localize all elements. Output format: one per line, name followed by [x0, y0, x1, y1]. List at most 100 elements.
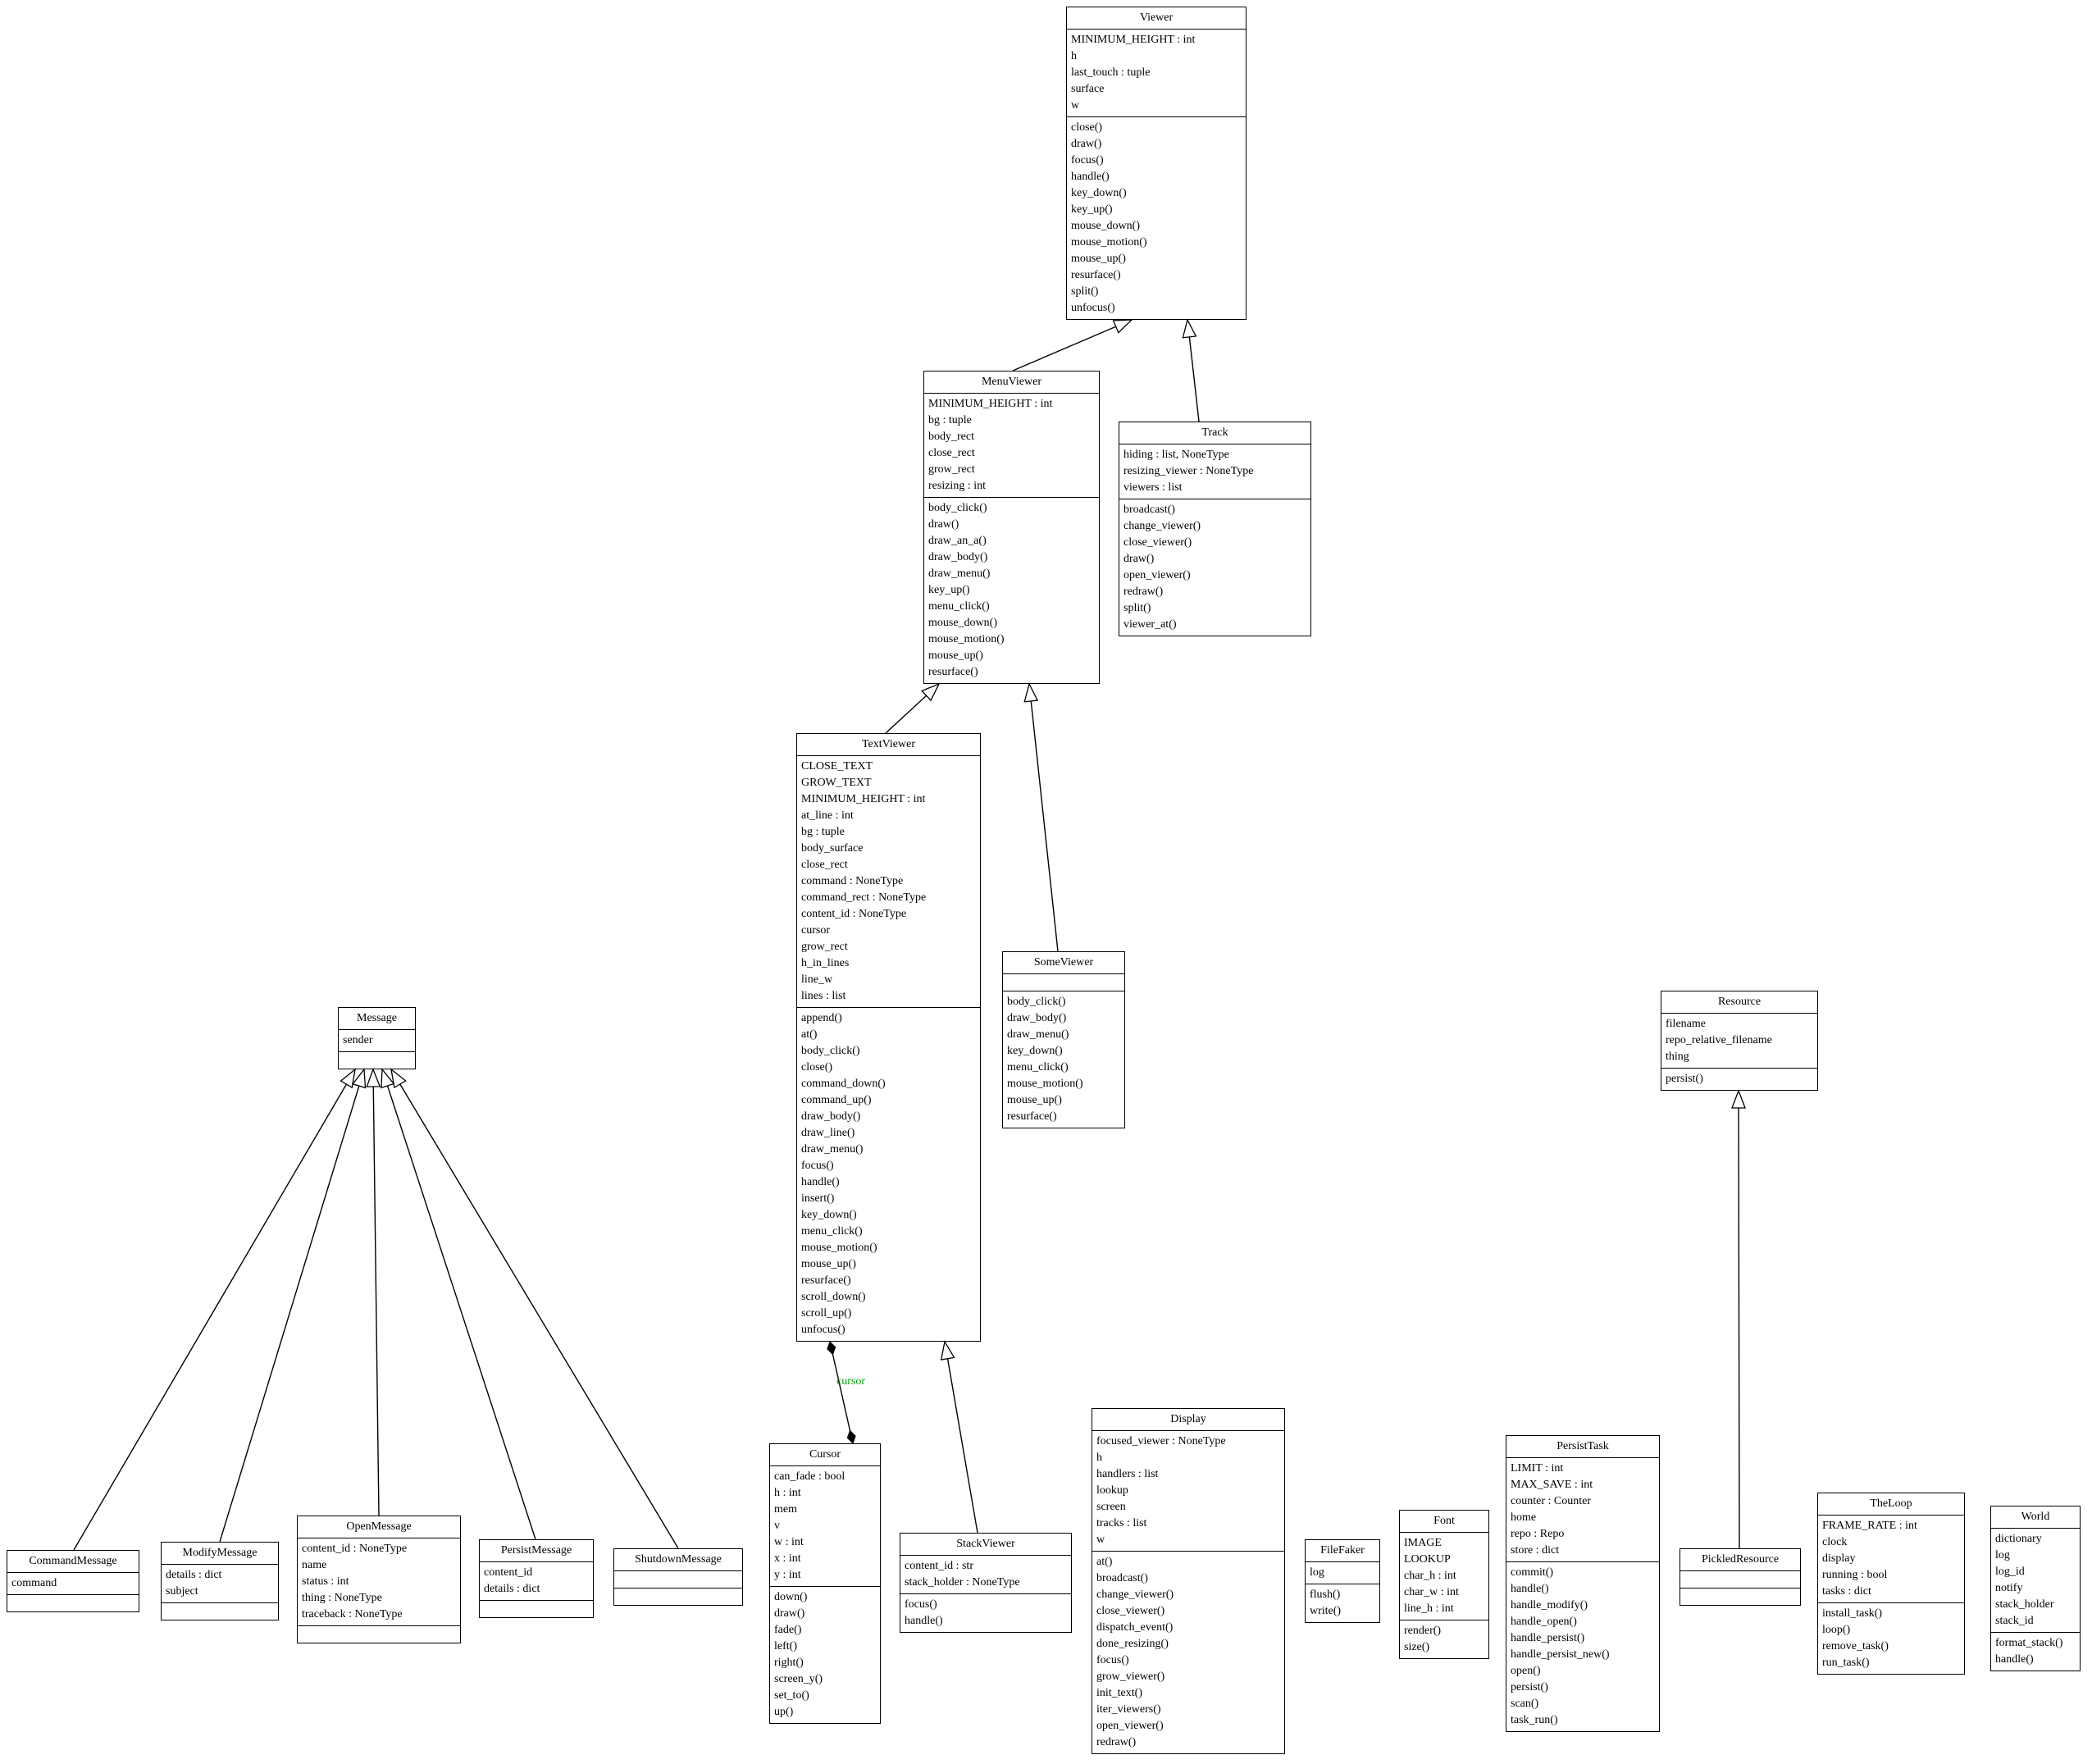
attribute: command_rect : NoneType — [801, 891, 927, 904]
methods-compartment: broadcast()change_viewer()close_viewer()… — [1119, 499, 1310, 636]
attribute: grow_rect — [801, 941, 848, 953]
attribute: stack_id — [1995, 1615, 2034, 1627]
attribute: h_in_lines — [801, 957, 850, 969]
methods-compartment: render()size() — [1400, 1620, 1488, 1658]
attribute: x : int — [774, 1552, 801, 1565]
attribute: close_rect — [801, 859, 848, 871]
attribute: close_rect — [928, 447, 975, 459]
method: iter_viewers() — [1096, 1703, 1161, 1716]
method: resurface() — [1007, 1110, 1057, 1123]
attribute: MINIMUM_HEIGHT : int — [928, 398, 1053, 410]
method: draw() — [928, 518, 959, 531]
attribute: resizing_viewer : NoneType — [1123, 465, 1254, 477]
method: handle() — [1995, 1653, 2034, 1666]
method: append() — [801, 1012, 842, 1024]
method: mouse_up() — [1007, 1094, 1062, 1106]
edge-inheritance-modifymessage-to-message — [219, 1068, 367, 1543]
class-title: PersistTask — [1556, 1440, 1609, 1452]
method: menu_click() — [1007, 1061, 1069, 1073]
method: focus() — [1071, 154, 1104, 166]
attribute: grow_rect — [928, 463, 975, 476]
class-title: FileFaker — [1320, 1544, 1365, 1557]
method: mouse_motion() — [928, 633, 1005, 645]
edge-inheritance-someviewer-to-menuviewer — [1023, 682, 1059, 952]
method: key_down() — [801, 1209, 857, 1221]
attribute: focused_viewer : NoneType — [1096, 1435, 1226, 1447]
method: focus() — [801, 1160, 834, 1172]
attribute: dictionary — [1995, 1533, 2042, 1545]
attribute: at_line : int — [801, 809, 854, 822]
attribute: last_touch : tuple — [1071, 66, 1151, 79]
class-title: CommandMessage — [29, 1555, 117, 1567]
method: command_up() — [801, 1094, 872, 1106]
methods-compartment: append()at()body_click()close()command_d… — [797, 1007, 980, 1341]
method: set_to() — [774, 1689, 809, 1702]
method: draw_line() — [801, 1127, 855, 1139]
method: resurface() — [1071, 269, 1121, 281]
method: handle() — [801, 1176, 840, 1188]
attribute: content_id : NoneType — [801, 908, 907, 920]
attribute: cursor — [801, 924, 830, 937]
method: draw_an_a() — [928, 535, 987, 547]
method: up() — [774, 1706, 794, 1718]
method: close_viewer() — [1096, 1605, 1165, 1617]
attribute: GROW_TEXT — [801, 777, 872, 789]
method: scroll_up() — [801, 1307, 852, 1320]
attribute: h : int — [774, 1487, 801, 1499]
attribute: y : int — [774, 1569, 801, 1581]
method: broadcast() — [1096, 1572, 1148, 1584]
method: draw_menu() — [928, 567, 991, 580]
methods-compartment: close()draw()focus()handle()key_down()ke… — [1067, 116, 1246, 319]
method: left() — [774, 1640, 797, 1652]
method: handle() — [905, 1615, 943, 1627]
class-title: PickledResource — [1701, 1553, 1780, 1566]
attribute: home — [1511, 1511, 1537, 1524]
method: loop() — [1822, 1624, 1851, 1636]
method: install_task() — [1822, 1607, 1883, 1620]
attributes-compartment: hiding : list, NoneType resizing_viewer :… — [1119, 444, 1310, 499]
attribute: MINIMUM_HEIGHT : int — [801, 793, 926, 805]
method: at() — [1096, 1556, 1113, 1568]
attribute: lines : list — [801, 990, 846, 1002]
class-title: Font — [1433, 1515, 1455, 1527]
methods-compartment — [339, 1051, 415, 1069]
edge-label-cursor: cursor — [836, 1375, 865, 1388]
method: down() — [774, 1591, 808, 1603]
attribute: tracks : list — [1096, 1517, 1147, 1529]
methods-compartment — [614, 1588, 742, 1605]
attribute: sender — [343, 1034, 373, 1046]
methods-compartment: down()draw()fade()left()right()screen_y(… — [770, 1586, 880, 1723]
method: handle() — [1071, 171, 1110, 183]
attribute: LIMIT : int — [1511, 1462, 1564, 1475]
class-title: Message — [357, 1012, 397, 1024]
attribute: LOOKUP — [1404, 1553, 1451, 1566]
method: mouse_up() — [801, 1258, 856, 1270]
class-title: TheLoop — [1870, 1497, 1912, 1510]
method: run_task() — [1822, 1657, 1870, 1669]
attribute: hiding : list, NoneType — [1123, 449, 1229, 461]
method: write() — [1310, 1605, 1342, 1617]
attribute: char_h : int — [1404, 1570, 1456, 1582]
attribute: details : dict — [484, 1583, 540, 1595]
methods-compartment: install_task() loop() remove_task() run_tas… — [1818, 1602, 1964, 1674]
method: scan() — [1511, 1698, 1539, 1710]
attribute: viewers : list — [1123, 481, 1183, 494]
attribute: name — [302, 1559, 327, 1571]
edge-inheritance-shutdownmessage-to-message — [390, 1068, 679, 1549]
method: remove_task() — [1822, 1640, 1889, 1652]
methods-compartment: focus()handle() — [900, 1593, 1071, 1632]
method: task_run() — [1511, 1714, 1558, 1726]
attribute: thing : NoneType — [302, 1592, 382, 1604]
attribute: body_surface — [801, 842, 864, 855]
attribute: counter : Counter — [1511, 1495, 1591, 1507]
method: draw_menu() — [1007, 1028, 1069, 1041]
attribute: MAX_SAVE : int — [1511, 1479, 1593, 1491]
